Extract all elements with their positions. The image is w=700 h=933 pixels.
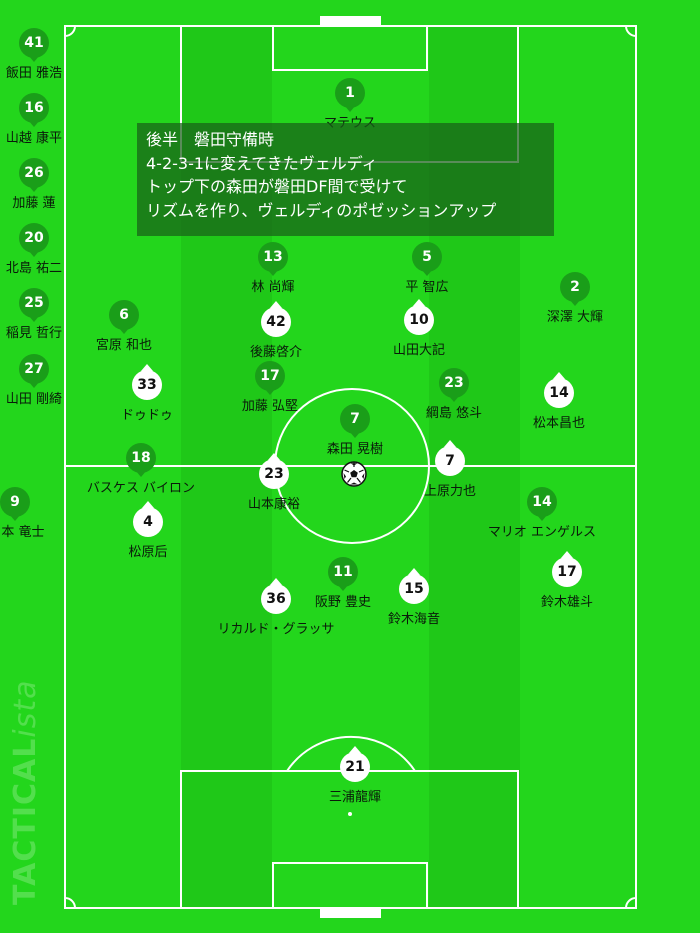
player-number: 6: [109, 300, 139, 334]
player-name: 北島 祐二: [5, 261, 63, 276]
player-number: 26: [19, 158, 49, 192]
player-name: 三浦龍輝: [328, 790, 382, 805]
player-number: 17: [552, 551, 582, 587]
player-number: 23: [439, 368, 469, 402]
player-number: 4: [133, 501, 163, 537]
player-name: マリオ エンゲルス: [487, 525, 597, 540]
player-number: 15: [399, 568, 429, 604]
player-name: リカルド・グラッサ: [217, 622, 335, 637]
player-name: 森田 晃樹: [326, 442, 384, 457]
player-number: 13: [258, 242, 288, 276]
player-number: 16: [19, 93, 49, 127]
player-name: 綱島 悠斗: [425, 406, 483, 421]
player-number: 27: [19, 354, 49, 388]
annotation-box: 後半 磐田守備時 4-2-3-1に変えてきたヴェルディ トップ下の森田が磐田DF…: [137, 123, 554, 236]
player-number: 7: [340, 404, 370, 438]
player-number: 20: [19, 223, 49, 257]
player-number: 41: [19, 28, 49, 62]
player-name: 平 智広: [405, 280, 449, 295]
ball-icon: [341, 461, 367, 487]
player-number: 18: [126, 443, 156, 477]
player-name: バスケス バイロン: [86, 481, 196, 496]
player-name: 加藤 弘堅: [241, 399, 299, 414]
player-name: 松原后: [128, 545, 168, 560]
player-name: 山田大記: [392, 343, 446, 358]
player-name: 深澤 大輝: [546, 310, 604, 325]
player-name: 加藤 蓮: [12, 196, 56, 211]
player-name: 稲見 哲行: [5, 326, 63, 341]
player-number: 23: [259, 453, 289, 489]
annotation-line: 4-2-3-1に変えてきたヴェルディ: [146, 153, 378, 173]
annotation-line: トップ下の森田が磐田DF間で受けて: [146, 177, 408, 196]
player-name: 山越 康平: [5, 131, 63, 146]
player-number: 5: [412, 242, 442, 276]
player-name: 後藤啓介: [249, 345, 303, 360]
annotation-line: 後半 磐田守備時: [146, 130, 275, 149]
player-name: 鈴木雄斗: [540, 595, 594, 610]
player-number: 42: [261, 301, 291, 337]
player-name: 松本昌也: [532, 416, 586, 431]
watermark: TACTICALista: [8, 679, 43, 905]
player-number: 1: [335, 78, 365, 112]
player-number: 14: [544, 372, 574, 408]
annotation-line: リズムを作り、ヴェルディのポゼッションアップ: [146, 200, 497, 220]
player-name: ドゥドゥ: [120, 408, 174, 423]
penalty-spot: [348, 812, 352, 816]
player-number: 21: [340, 746, 370, 782]
player-number: 33: [132, 364, 162, 400]
player-number: 36: [261, 578, 291, 614]
player-name: 飯田 雅浩: [5, 66, 63, 81]
player-number: 2: [560, 272, 590, 306]
player-number: 9: [0, 487, 30, 521]
player-number: 11: [328, 557, 358, 591]
player-number: 17: [255, 361, 285, 395]
player-name: 山田 剛綺: [5, 392, 63, 407]
player-name: 上原力也: [423, 484, 477, 499]
player-number: 25: [19, 288, 49, 322]
player-name: 林 尚輝: [251, 280, 295, 295]
player-name: 鈴木海音: [387, 612, 441, 627]
player-number: 10: [404, 299, 434, 335]
player-number: 14: [527, 487, 557, 521]
player-name: 宮原 和也: [95, 338, 153, 353]
player-name: 阪野 豊史: [314, 595, 372, 610]
player-name: 本 竜士: [1, 525, 45, 540]
player-name: 山本康裕: [247, 497, 301, 512]
player-number: 7: [435, 440, 465, 476]
